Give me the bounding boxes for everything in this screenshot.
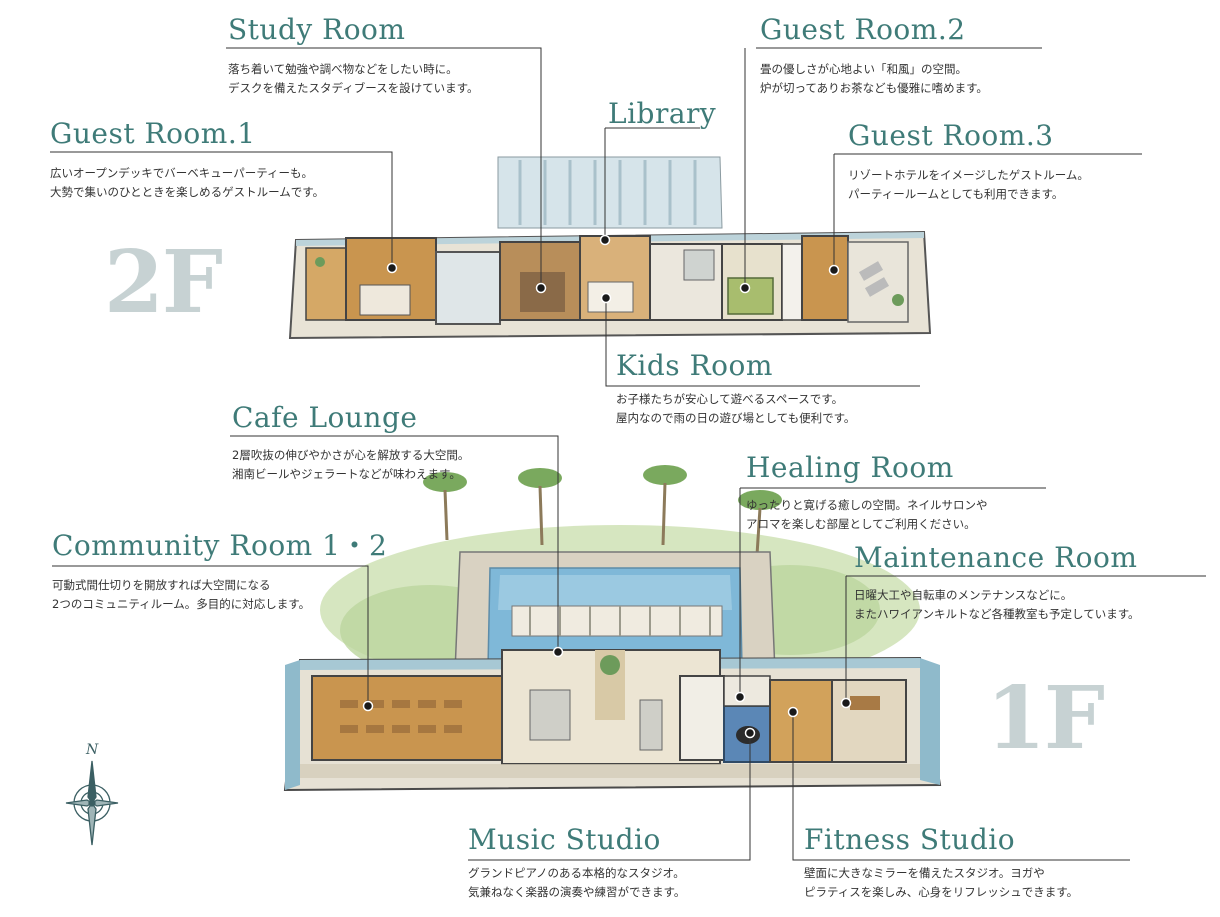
callout-healing-room: Healing Room ゆったりと寛げる癒しの空間。ネイルサロンや アロマを楽… — [746, 452, 988, 534]
room-title-guest-room-1: Guest Room.1 — [50, 117, 256, 150]
callout-fitness-studio: Fitness Studio 壁面に大きなミラーを備えたスタジオ。ヨガや ピラテ… — [804, 824, 1078, 902]
room-desc-study-room: 落ち着いて勉強や調べ物などをしたい時に。 デスクを備えたスタディブースを設けてい… — [228, 60, 478, 98]
room-desc-music-studio: グランドピアノのある本格的なスタジオ。 気兼ねなく楽器の演奏や練習ができます。 — [468, 864, 685, 902]
desc-line: 気兼ねなく楽器の演奏や練習ができます。 — [468, 885, 686, 899]
room-title-cafe-lounge: Cafe Lounge — [232, 401, 418, 434]
callout-guest-room-3: Guest Room.3 リゾートホテルをイメージしたゲストルーム。 パーティー… — [848, 120, 1089, 204]
desc-line: またハワイアンキルトなど各種教室も予定しています。 — [854, 607, 1140, 621]
desc-line: 2層吹抜の伸びやかさが心を解放する大空間。 — [232, 448, 470, 462]
desc-line: アロマを楽しむ部屋としてご利用ください。 — [746, 517, 976, 531]
callout-music-studio: Music Studio グランドピアノのある本格的なスタジオ。 気兼ねなく楽器… — [468, 824, 685, 902]
callout-library: Library — [608, 98, 716, 130]
first-floor-plan — [283, 465, 942, 792]
desc-line: リゾートホテルをイメージしたゲストルーム。 — [848, 168, 1089, 182]
desc-line: お子様たちが安心して遊べるスペースです。 — [616, 392, 844, 406]
desc-line: 2つのコミュニティルーム。多目的に対応します。 — [52, 597, 311, 611]
room-desc-fitness-studio: 壁面に大きなミラーを備えたスタジオ。ヨガや ピラティスを楽しみ、心身をリフレッシ… — [804, 864, 1078, 902]
desc-line: ピラティスを楽しみ、心身をリフレッシュできます。 — [804, 885, 1079, 899]
room-desc-guest-room-1: 広いオープンデッキでバーベキューパーティーも。 大勢で集いのひとときを楽しめるゲ… — [50, 164, 324, 202]
callout-lines — [50, 47, 1206, 861]
room-desc-kids-room: お子様たちが安心して遊べるスペースです。 屋内なので雨の日の遊び場としても便利で… — [616, 390, 855, 428]
room-desc-healing-room: ゆったりと寛げる癒しの空間。ネイルサロンや アロマを楽しむ部屋としてご利用くださ… — [746, 496, 988, 534]
desc-line: デスクを備えたスタディブースを設けています。 — [228, 81, 479, 95]
room-desc-guest-room-3: リゾートホテルをイメージしたゲストルーム。 パーティールームとしても利用できます… — [848, 166, 1089, 204]
room-title-fitness-studio: Fitness Studio — [804, 823, 1016, 856]
room-title-guest-room-2: Guest Room.2 — [760, 13, 966, 46]
room-desc-cafe-lounge: 2層吹抜の伸びやかさが心を解放する大空間。 湘南ビールやジェラートなどが味わえま… — [232, 446, 469, 484]
desc-line: ゆったりと寛げる癒しの空間。ネイルサロンや — [746, 498, 988, 512]
desc-line: 壁面に大きなミラーを備えたスタジオ。ヨガや — [804, 866, 1045, 880]
desc-line: 可動式間仕切りを開放すれば大空間になる — [52, 578, 271, 592]
desc-line: 広いオープンデッキでバーベキューパーティーも。 — [50, 166, 314, 180]
room-title-music-studio: Music Studio — [468, 823, 661, 856]
compass-rose-icon — [65, 760, 119, 846]
room-title-community-room: Community Room 1・2 — [52, 529, 388, 562]
room-title-library: Library — [608, 97, 717, 130]
desc-line: 湘南ビールやジェラートなどが味わえます。 — [232, 467, 461, 481]
callout-dots — [362, 234, 852, 739]
room-title-maintenance-room: Maintenance Room — [854, 541, 1138, 574]
room-desc-maintenance-room: 日曜大工や自転車のメンテナンスなどに。 またハワイアンキルトなど各種教室も予定し… — [854, 586, 1140, 624]
callout-kids-room: Kids Room お子様たちが安心して遊べるスペースです。 屋内なので雨の日の… — [616, 350, 855, 428]
desc-line: 畳の優しさが心地よい「和風」の空間。 — [760, 62, 967, 76]
callout-guest-room-2: Guest Room.2 畳の優しさが心地よい「和風」の空間。 炉が切ってありお… — [760, 14, 988, 98]
room-desc-community-room: 可動式間仕切りを開放すれば大空間になる 2つのコミュニティルーム。多目的に対応し… — [52, 576, 387, 614]
desc-line: グランドピアノのある本格的なスタジオ。 — [468, 866, 685, 880]
room-title-study-room: Study Room — [228, 13, 406, 46]
north-label: N — [86, 742, 99, 758]
desc-line: パーティールームとしても利用できます。 — [848, 187, 1064, 201]
desc-line: 落ち着いて勉強や調べ物などをしたい時に。 — [228, 62, 458, 76]
desc-line: 大勢で集いのひとときを楽しめるゲストルームです。 — [50, 185, 325, 199]
callout-maintenance-room: Maintenance Room 日曜大工や自転車のメンテナンスなどに。 またハ… — [854, 542, 1140, 624]
callout-cafe-lounge: Cafe Lounge 2層吹抜の伸びやかさが心を解放する大空間。 湘南ビールや… — [232, 402, 469, 484]
room-title-guest-room-3: Guest Room.3 — [848, 119, 1054, 152]
desc-line: 炉が切ってありお茶なども優雅に嗜めます。 — [760, 81, 988, 95]
room-title-healing-room: Healing Room — [746, 451, 954, 484]
room-title-kids-room: Kids Room — [616, 349, 773, 382]
floor-label-1f: 1F — [986, 668, 1105, 769]
floor-label-2f: 2F — [104, 232, 223, 333]
room-desc-guest-room-2: 畳の優しさが心地よい「和風」の空間。 炉が切ってありお茶なども優雅に嗜めます。 — [760, 60, 988, 98]
callout-study-room: Study Room 落ち着いて勉強や調べ物などをしたい時に。 デスクを備えたス… — [228, 14, 478, 98]
desc-line: 日曜大工や自転車のメンテナンスなどに。 — [854, 588, 1073, 602]
desc-line: 屋内なので雨の日の遊び場としても便利です。 — [616, 411, 856, 425]
callout-guest-room-1: Guest Room.1 広いオープンデッキでバーベキューパーティーも。 大勢で… — [50, 118, 324, 202]
callout-community-room: Community Room 1・2 可動式間仕切りを開放すれば大空間になる 2… — [52, 530, 387, 614]
